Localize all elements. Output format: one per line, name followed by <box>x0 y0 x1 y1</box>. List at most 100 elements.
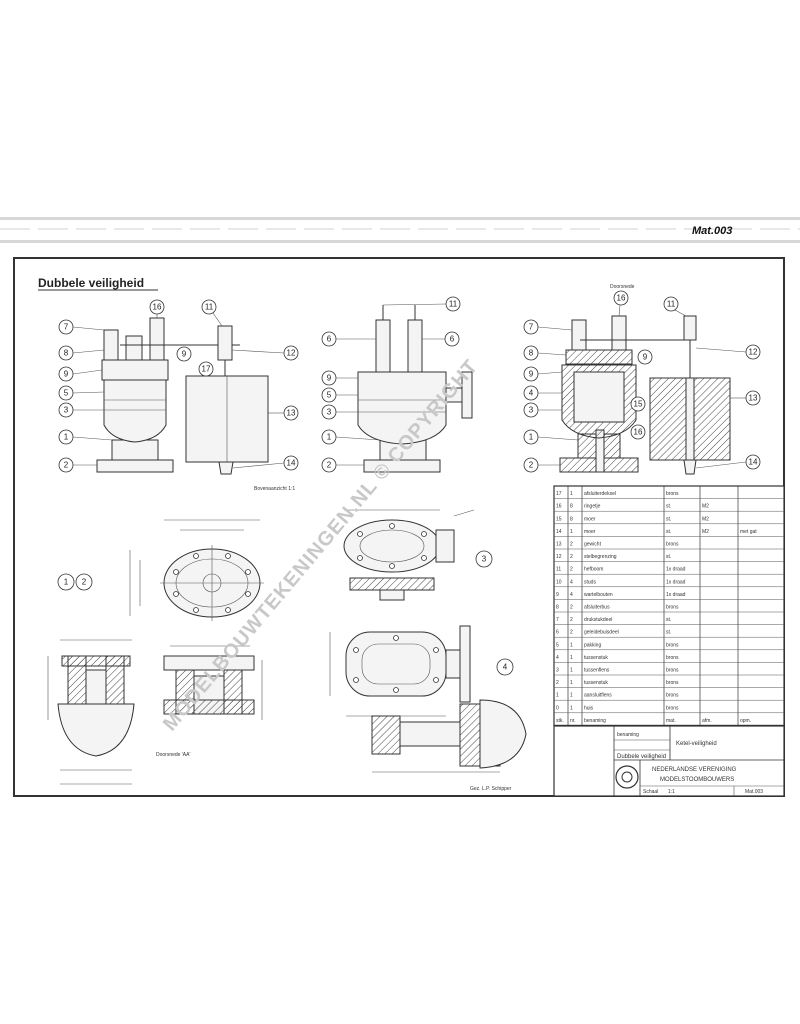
table-cell: 4 <box>570 579 573 585</box>
table-cell: tussenstuk <box>584 680 608 686</box>
callout: 14 <box>695 454 761 470</box>
table-cell: st. <box>666 504 671 510</box>
view-number-1: 1 <box>57 573 75 591</box>
svg-text:4: 4 <box>503 663 508 672</box>
callout: 3 <box>58 402 104 418</box>
svg-text:9: 9 <box>529 370 534 379</box>
table-cell: nr. <box>570 718 576 724</box>
callout: 1 <box>321 429 381 445</box>
callout: 2 <box>58 457 97 473</box>
table-cell: 11 <box>556 567 561 573</box>
svg-text:13: 13 <box>749 394 758 403</box>
svg-text:2: 2 <box>82 578 87 587</box>
view-number-3: 3 <box>475 550 493 568</box>
table-cell: M2 <box>702 529 709 535</box>
drawing-title: Dubbele veiligheid <box>38 276 144 290</box>
table-cell: wartelbouten <box>584 592 613 598</box>
org-name-line2: MODELSTOOMBOUWERS <box>660 777 734 783</box>
section-view-right <box>559 315 731 475</box>
table-cell: 8 <box>556 605 559 611</box>
table-cell: tussenflens <box>584 668 610 674</box>
bovenaanzicht-label: Bovenaanzicht 1:1 <box>254 486 295 492</box>
table-cell: hefboom <box>584 567 603 573</box>
callout: 5 <box>321 387 358 403</box>
table-cell: met gat <box>740 529 757 535</box>
view-number-2: 2 <box>75 573 93 591</box>
table-cell: 2 <box>570 542 573 548</box>
table-cell: gewicht <box>584 542 602 548</box>
title-block-item: Ketel-veiligheid <box>676 741 717 747</box>
table-cell: 1x draad <box>666 592 686 598</box>
callout: 8 <box>58 345 105 361</box>
svg-text:16: 16 <box>617 294 626 303</box>
svg-text:3: 3 <box>529 406 534 415</box>
table-cell: st. <box>666 529 671 535</box>
callout: 3 <box>321 404 358 420</box>
callout: 2 <box>321 457 364 473</box>
table-cell: pakking <box>584 642 601 648</box>
svg-text:6: 6 <box>327 335 332 344</box>
table-cell: brons <box>666 680 679 686</box>
table-cell: 17 <box>556 491 562 497</box>
table-cell: 16 <box>556 504 562 510</box>
svg-text:9: 9 <box>182 350 187 359</box>
scan-strip <box>0 217 800 220</box>
table-cell: 1 <box>570 491 573 497</box>
table-cell: moer <box>584 516 596 522</box>
table-cell: 1 <box>570 529 573 535</box>
callout: 11 <box>382 296 461 312</box>
table-cell: 1 <box>570 705 573 711</box>
callout: 5 <box>58 385 105 401</box>
svg-text:9: 9 <box>643 353 648 362</box>
table-cell: brons <box>666 668 679 674</box>
table-cell: st. <box>666 617 671 623</box>
table-cell: 2 <box>570 605 573 611</box>
table-cell: afsluiterbus <box>584 605 610 611</box>
svg-text:7: 7 <box>64 323 69 332</box>
callout: 4 <box>523 385 562 401</box>
callout: 13 <box>730 390 761 406</box>
table-cell: M2 <box>702 504 709 510</box>
svg-text:1: 1 <box>64 433 69 442</box>
table-cell: 15 <box>556 516 562 522</box>
flange-detail-oval <box>129 519 264 621</box>
table-cell: aansluitflens <box>584 693 612 699</box>
table-cell: geleidebuisdeel <box>584 630 619 636</box>
callouts: 7 8 9 5 3 1 2 16 9 17 11 12 13 14 11 6 6… <box>58 290 761 473</box>
callout: 15 <box>630 396 646 412</box>
table-cell: 1 <box>570 642 573 648</box>
callout: 16 <box>149 299 165 318</box>
callout: 12 <box>695 344 761 360</box>
table-cell: benaming <box>584 718 606 724</box>
callout: 16 <box>613 290 629 317</box>
svg-text:11: 11 <box>205 303 214 312</box>
svg-text:3: 3 <box>327 408 332 417</box>
table-cell: st. <box>666 554 671 560</box>
title-block-scale-label: Schaal <box>643 789 658 795</box>
table-cell: tussenstuk <box>584 655 608 661</box>
association-logo <box>615 765 639 789</box>
table-cell: brons <box>666 693 679 699</box>
svg-text:5: 5 <box>327 391 332 400</box>
flange-section-detail <box>47 639 263 785</box>
svg-text:3: 3 <box>482 555 487 564</box>
svg-text:2: 2 <box>529 461 534 470</box>
table-cell: 1x draad <box>666 579 686 585</box>
table-cell: stelbegrenzing <box>584 554 617 560</box>
table-cell: 4 <box>570 592 573 598</box>
svg-text:9: 9 <box>327 374 332 383</box>
table-cell: 9 <box>556 592 559 598</box>
callout: 1 <box>58 429 113 445</box>
